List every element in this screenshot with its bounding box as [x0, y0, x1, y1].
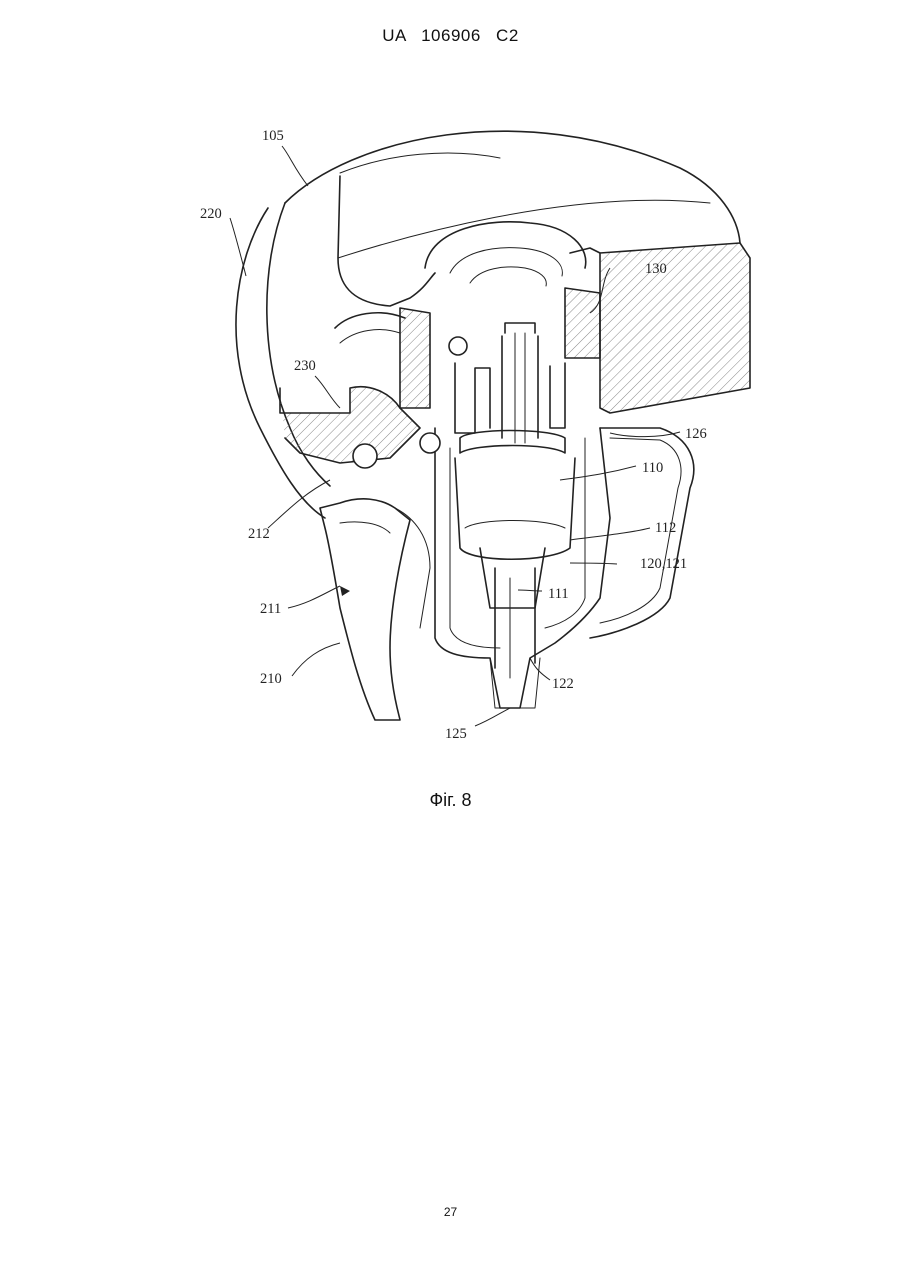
ref-110: 110 [642, 460, 663, 476]
ref-212: 212 [248, 526, 270, 542]
cross-section-drawing: 105 220 130 230 126 110 212 112 120,121 … [190, 108, 760, 748]
ref-112: 112 [655, 520, 676, 536]
figure-caption: Фіг. 8 [0, 790, 901, 811]
page-number: 27 [0, 1205, 901, 1219]
ref-220: 220 [200, 206, 222, 222]
ref-210: 210 [260, 671, 282, 687]
arrow-icon [340, 586, 350, 596]
ref-230: 230 [294, 358, 316, 374]
ref-125: 125 [445, 726, 467, 742]
ref-105: 105 [262, 128, 284, 144]
ref-211: 211 [260, 601, 281, 617]
ref-111: 111 [548, 586, 569, 602]
patent-header: UA 106906 C2 [0, 26, 901, 46]
patent-drawing: 105 220 130 230 126 110 212 112 120,121 … [190, 108, 760, 748]
ref-126: 126 [685, 426, 707, 442]
ref-122: 122 [552, 676, 574, 692]
ref-130: 130 [645, 261, 667, 277]
ref-120-121: 120,121 [640, 556, 687, 572]
